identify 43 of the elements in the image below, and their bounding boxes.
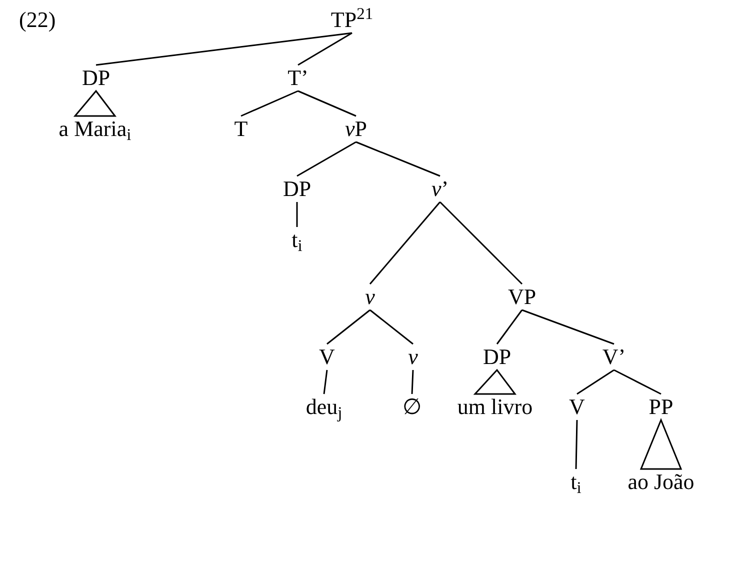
tree-node-label: V’ [601,346,627,368]
triangle-branch [473,368,516,395]
tree-node-label: TP$^{21}$ [330,9,374,31]
tree-branch [298,32,352,66]
tree-branch [296,141,356,177]
tree-node-label: ao João [626,471,696,493]
tree-branch [96,32,352,66]
tree-branch [370,309,414,345]
tree-node-label: ∅ [402,396,422,418]
tree-branch [326,309,370,345]
tree-branch [369,202,441,284]
tree-node-label: um livro [456,396,534,418]
example-number: (22) [19,9,56,31]
tree-node-label: DP [282,178,312,200]
triangle-branch [73,90,117,117]
triangle-branch [640,418,682,470]
tree-node-label: VP [506,286,538,308]
tree-branch [439,201,523,285]
tree-node-label: DP [80,67,112,89]
tree-node-label: PP [648,396,674,418]
tree-branch [614,369,662,395]
tree-branch [240,90,298,117]
tree-node-label: V [568,396,586,418]
tree-node-label: T [233,118,249,140]
tree-node-label: t$_{i}$ [290,229,304,251]
tree-branch [323,370,328,394]
tree-node-label: v [364,286,376,308]
tree-node-label: vP [344,118,368,140]
tree-branch [356,141,440,177]
tree-branch [411,370,414,394]
tree-node-label: t$_{i}$ [570,471,582,493]
tree-node-label: v [407,346,419,368]
tree-branch [576,369,614,395]
tree-node-label: T’ [286,67,310,89]
tree-branch [575,420,578,470]
tree-branch [496,310,523,344]
tree-branch [296,202,298,227]
tree-node-label: V [318,346,336,368]
tree-node-label: DP [482,346,512,368]
tree-branch [522,309,614,345]
tree-node-label: v’ [430,178,450,200]
tree-branch [298,90,356,117]
tree-node-label: a Maria$_{i}$ [58,118,132,140]
